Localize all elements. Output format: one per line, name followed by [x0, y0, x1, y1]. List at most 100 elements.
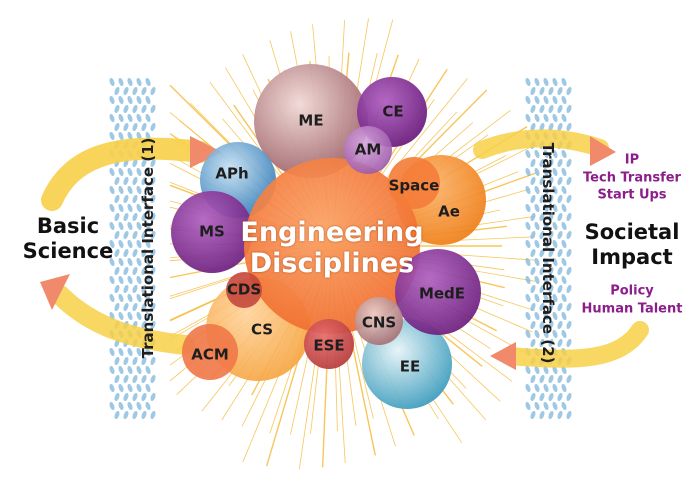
wave-mark [543, 167, 549, 177]
wave-mark [525, 383, 531, 393]
wave-mark [534, 275, 540, 285]
wave-mark [534, 257, 540, 267]
wave-mark [525, 257, 531, 267]
wave-mark [566, 230, 572, 240]
wave-mark [530, 248, 536, 258]
wave-mark [118, 401, 124, 411]
wave-mark [150, 320, 156, 330]
wave-mark [534, 149, 540, 159]
label-CE: CE [382, 102, 404, 121]
wave-mark [539, 392, 545, 402]
wave-mark [548, 86, 554, 96]
wave-mark [552, 149, 558, 159]
wave-mark [552, 239, 558, 249]
arrow-impact-to-interface-head [490, 342, 516, 370]
wave-mark [109, 221, 115, 231]
wave-mark [566, 122, 572, 132]
wave-mark [109, 347, 115, 357]
wave-mark [123, 374, 129, 384]
bubble-CDS [226, 272, 262, 308]
wave-mark [136, 239, 142, 249]
wave-mark [132, 104, 138, 114]
wave-mark [109, 203, 115, 213]
center-title-line1: Engineering [240, 216, 424, 248]
wave-mark [141, 248, 147, 258]
basic-science-line2: Science [22, 239, 114, 263]
wave-mark [109, 131, 115, 141]
wave-mark [136, 383, 142, 393]
wave-mark [566, 320, 572, 330]
wave-mark [530, 266, 536, 276]
wave-mark [127, 131, 133, 141]
wave-mark [552, 221, 558, 231]
bubble-ACM [182, 324, 238, 380]
wave-mark [145, 311, 151, 321]
wave-mark [150, 176, 156, 186]
wave-mark [145, 221, 151, 231]
wave-mark [118, 365, 124, 375]
wave-mark [150, 122, 156, 132]
wave-mark [114, 374, 120, 384]
label-MedE: MedE [418, 284, 466, 303]
wave-mark [141, 356, 147, 366]
wave-mark [539, 158, 545, 168]
wave-mark [118, 221, 124, 231]
wave-mark [114, 248, 120, 258]
label-CNS: CNS [361, 313, 397, 332]
wave-mark [109, 257, 115, 267]
wave-mark [136, 221, 142, 231]
wave-mark [548, 212, 554, 222]
interface-right-label: Translational Interface (2) [539, 142, 557, 364]
wave-mark [543, 113, 549, 123]
wave-mark [557, 338, 563, 348]
wave-mark [123, 104, 129, 114]
wave-mark [561, 275, 567, 285]
wave-mark [118, 113, 124, 123]
wave-mark [132, 248, 138, 258]
bubble-MS [171, 191, 253, 273]
wave-mark [530, 374, 536, 384]
arrow-impact-to-interface [501, 321, 649, 368]
wave-mark [548, 284, 554, 294]
wave-mark [132, 410, 138, 420]
wave-mark [557, 266, 563, 276]
label-CS: CS [250, 320, 274, 339]
wave-mark [123, 284, 129, 294]
wave-mark [552, 77, 558, 87]
wave-mark [109, 365, 115, 375]
wave-mark [150, 104, 156, 114]
wave-mark [118, 95, 124, 105]
wave-mark [561, 95, 567, 105]
wave-mark [127, 167, 133, 177]
label-CDS: CDS [226, 280, 262, 299]
wave-mark [561, 149, 567, 159]
wave-mark [136, 113, 142, 123]
wave-mark [566, 104, 572, 114]
wave-mark [561, 203, 567, 213]
wave-mark [534, 365, 540, 375]
wave-mark [141, 302, 147, 312]
impact-outputs-bottom: Policy Human Talent [582, 282, 683, 317]
wave-mark [150, 410, 156, 420]
wave-mark [566, 266, 572, 276]
wave-mark [114, 284, 120, 294]
wave-mark [145, 95, 151, 105]
wave-mark [534, 185, 540, 195]
wave-mark [136, 257, 142, 267]
wave-mark [118, 167, 124, 177]
wave-mark [118, 239, 124, 249]
wave-mark [145, 113, 151, 123]
wave-mark [132, 86, 138, 96]
wave-mark [548, 158, 554, 168]
wave-mark [141, 374, 147, 384]
output-tech-transfer: Tech Transfer [583, 170, 681, 186]
wave-mark [141, 86, 147, 96]
wave-mark [118, 131, 124, 141]
wave-mark [552, 257, 558, 267]
wave-mark [534, 383, 540, 393]
wave-mark [552, 383, 558, 393]
wave-mark [150, 284, 156, 294]
wave-mark [525, 77, 531, 87]
wave-mark [109, 185, 115, 195]
wave-mark [530, 302, 536, 312]
